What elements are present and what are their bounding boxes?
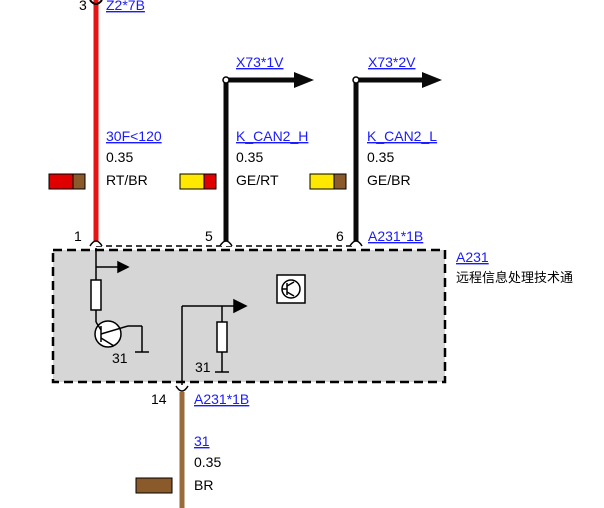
swatch-can-h-part-2 (203, 173, 217, 190)
connector-z2-arc (89, 0, 103, 5)
swatch-can-l-part-2 (333, 173, 347, 190)
pin-number-1: 1 (74, 228, 82, 244)
pin-arc-5 (219, 240, 233, 247)
wire-can-l-color: GE/BR (367, 172, 411, 188)
destination-x73-2v[interactable]: X73*2V (368, 54, 416, 70)
wire-can-h-name[interactable]: K_CAN2_H (236, 128, 308, 144)
wire-brown-color: BR (194, 477, 213, 493)
connector-z2-label[interactable]: Z2*7B (106, 0, 145, 13)
junction-dot-can-l (352, 76, 360, 84)
wire-can-h-color: GE/RT (236, 172, 279, 188)
pin-number-14: 14 (151, 391, 167, 407)
wire-red-size: 0.35 (106, 149, 133, 165)
arrow-can-l-icon (422, 72, 442, 88)
wire-brown-name[interactable]: 31 (194, 433, 210, 449)
destination-x73-1v[interactable]: X73*1V (236, 54, 284, 70)
pin-arc-1 (89, 240, 103, 247)
wire-brown-size: 0.35 (194, 454, 221, 470)
pin-number-5: 5 (205, 228, 213, 244)
junction-dot-can-h (222, 76, 230, 84)
internal-circuit-right (181, 298, 248, 385)
swatch-red-part-1 (48, 173, 74, 190)
pin-arc-6 (349, 240, 363, 247)
module-name[interactable]: A231 (456, 249, 489, 265)
pin-number-6: 6 (336, 228, 344, 244)
ground-label-1: 31 (112, 350, 128, 366)
wire-red-name[interactable]: 30F<120 (106, 128, 162, 144)
transistor-symbol-icon (276, 274, 306, 304)
ground-label-2: 31 (195, 359, 211, 375)
wire-can-l-name[interactable]: K_CAN2_L (367, 128, 437, 144)
swatch-brown (135, 477, 173, 494)
module-top-connector-label[interactable]: A231*1B (368, 228, 423, 244)
wire-can-l-size: 0.35 (367, 149, 394, 165)
swatch-red-part-2 (72, 173, 86, 190)
wire-can-h-size: 0.35 (236, 149, 263, 165)
arrow-can-h-icon (294, 72, 314, 88)
module-description: 远程信息处理技术通 (456, 270, 573, 286)
top-pin-number: 3 (79, 0, 87, 13)
module-bottom-connector-label[interactable]: A231*1B (194, 391, 249, 407)
pin-arc-14 (175, 385, 189, 392)
wire-red-color: RT/BR (106, 172, 148, 188)
swatch-can-l-part-1 (309, 173, 335, 190)
internal-circuit-left (90, 248, 149, 353)
swatch-can-h-part-1 (179, 173, 205, 190)
